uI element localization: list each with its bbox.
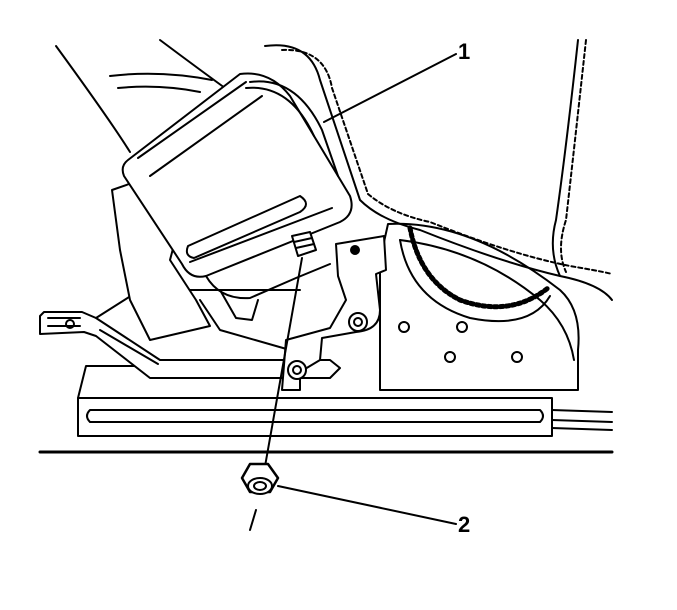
recliner-gear-teeth xyxy=(410,228,548,307)
leader-lines xyxy=(278,54,456,524)
exploded-view-line xyxy=(250,258,302,530)
seat-belt-retractor xyxy=(112,73,352,350)
seat-back xyxy=(265,40,612,300)
retaining-nut xyxy=(242,464,278,494)
anchor-stud xyxy=(292,232,316,256)
callout-1: 1 xyxy=(458,39,471,64)
leader-line-1 xyxy=(324,54,456,122)
leader-line-2 xyxy=(278,486,456,524)
belt-webbing xyxy=(56,40,236,152)
anchor-bracket xyxy=(282,236,386,390)
callout-2: 2 xyxy=(458,512,471,537)
